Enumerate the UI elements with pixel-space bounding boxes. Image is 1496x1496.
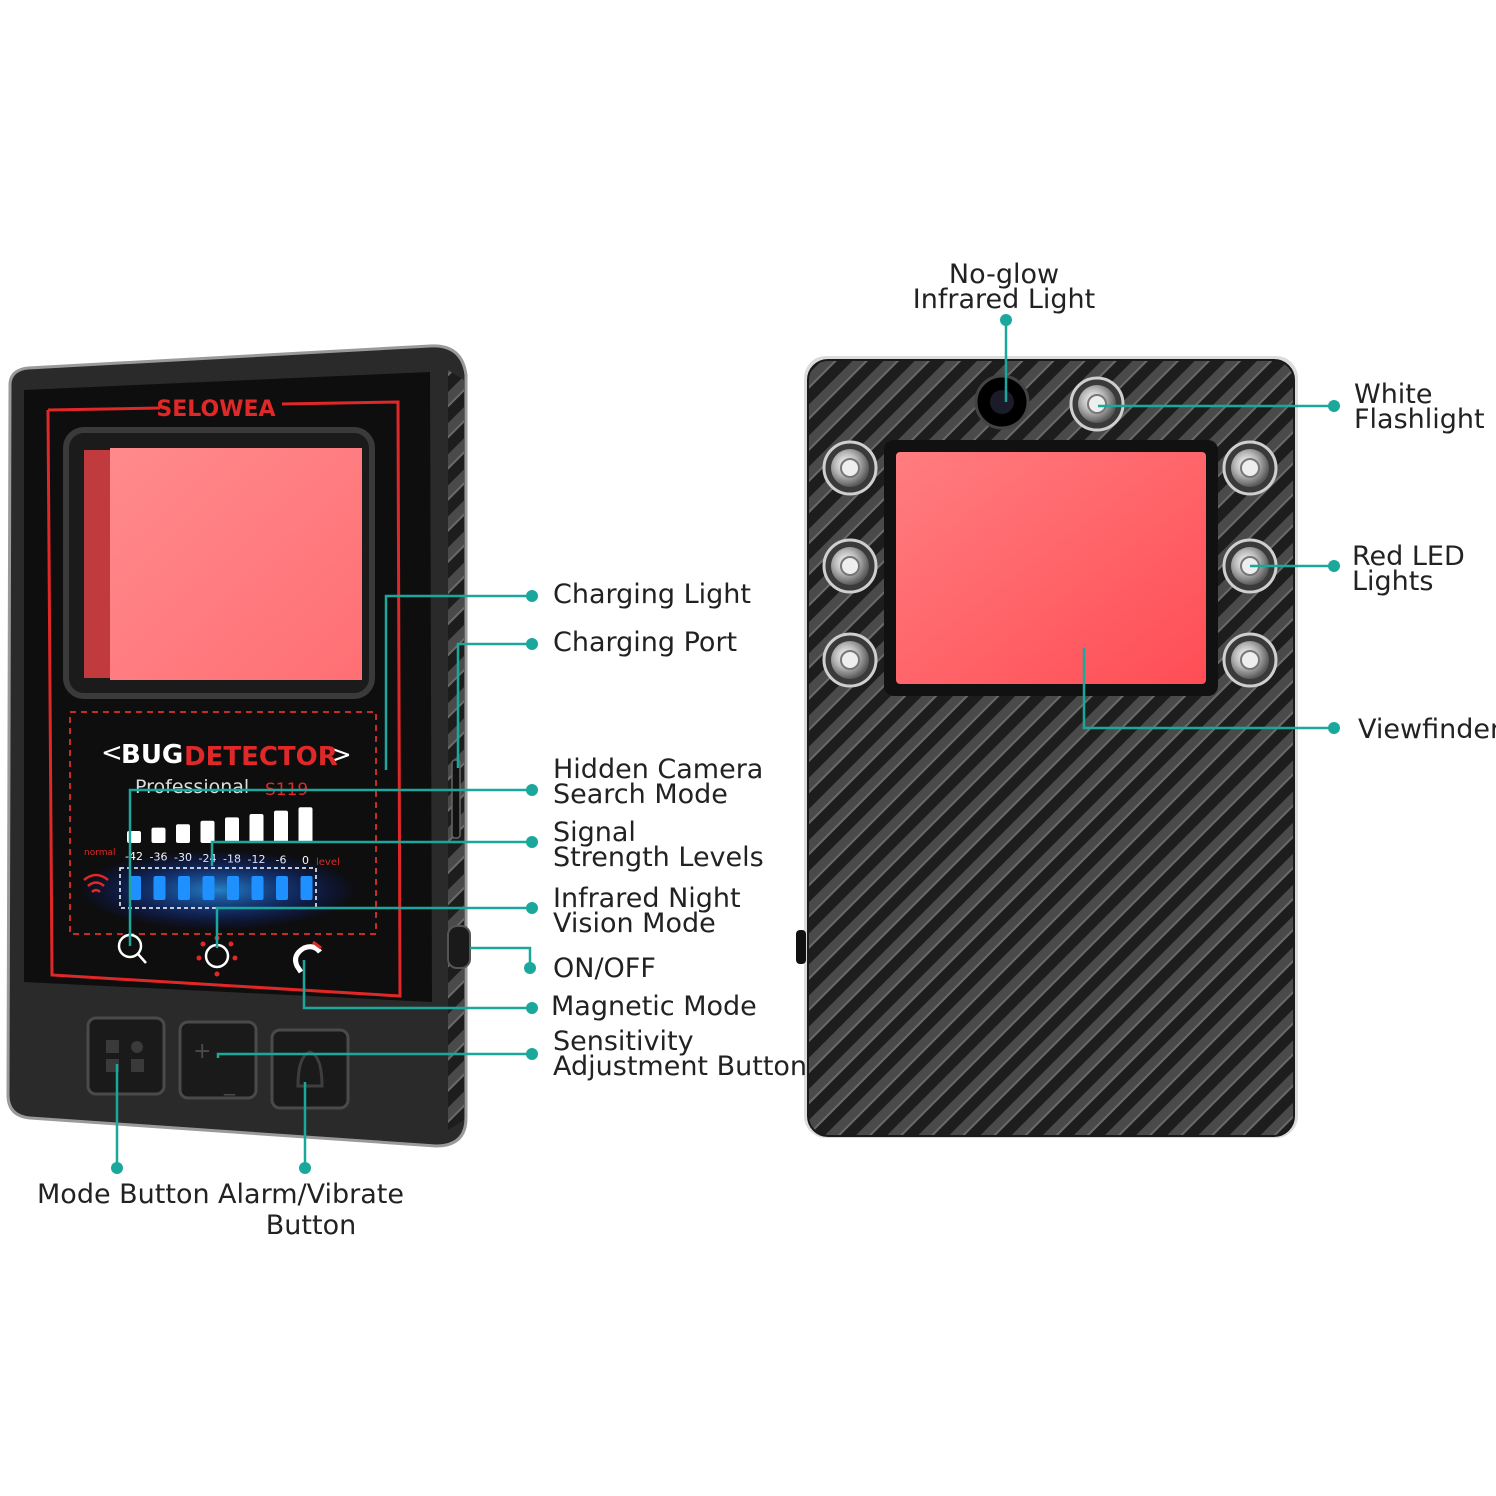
callout-charging-port [456,642,532,768]
ir-lens-center [990,390,1014,414]
back-leds [822,376,1278,688]
level-bar [151,827,166,843]
bug-title: BUG [121,740,183,770]
blue-led [276,876,288,900]
label-magnetic-mode: Magnetic Mode [551,991,757,1022]
subtitle-text: Professional [135,776,249,798]
front-device: SELOWEA < > BUG DETECTOR Professional S1… [6,344,471,1148]
mode-button[interactable] [86,1016,166,1096]
front-device-side [448,370,464,1130]
brand-name: SELOWEA [156,397,275,422]
sensitivity-adjustment-button[interactable] [178,1020,258,1100]
level-bar [298,807,313,843]
blue-led [251,876,264,900]
callout-charging-light [384,594,532,770]
scale-level-label: level [316,857,340,868]
label-viewfinder: Viewfinder [1358,714,1496,745]
front-viewfinder [110,448,362,680]
front-red-frame [46,400,402,998]
callout-magnetic [302,960,532,1010]
level-bar [249,814,264,843]
level-bar [274,810,288,843]
blue-led [153,876,166,900]
blue-led [178,876,190,900]
scale-normal-label: normal [84,848,116,858]
callout-signal-levels [210,840,532,866]
blue-led [129,876,141,900]
back-device [796,356,1298,1138]
label-charging-port: Charging Port [553,627,738,658]
white-flashlight-led [1069,376,1125,432]
callout-infrared-mode [215,906,532,948]
minus-icon: _ [223,1071,236,1096]
back-viewfinder [896,452,1206,684]
chevron-right-icon: > [330,740,352,770]
chevron-left-icon: < [101,738,123,768]
detector-title: DETECTOR [184,742,338,772]
bell-icon [296,1050,324,1088]
led-bar-frame [119,867,317,909]
red-led-light [822,538,878,594]
blue-led [300,876,313,900]
led-glow [78,850,358,930]
alarm-vibrate-button[interactable] [270,1028,350,1110]
back-side-button [796,930,806,964]
blue-led-bar [129,876,313,900]
callout-dots [111,314,1340,1174]
level-bar [200,820,215,843]
label-charging-light: Charging Light [553,579,751,610]
callout-lines [115,320,1334,1168]
signal-level-bars [127,807,313,843]
blue-led [202,876,215,900]
callout-sensitivity [216,1052,532,1058]
plus-icon: + [193,1039,211,1064]
red-led-light [1222,632,1278,688]
label-mode-button: Mode Button [37,1179,210,1210]
callout-on-off [470,946,532,968]
red-led-light [1222,440,1278,496]
red-led-light [822,440,878,496]
callout-viewfinder [1082,648,1334,730]
mode-grid-icon [106,1040,144,1072]
wifi-signal-icon [83,873,109,893]
charging-port [451,759,461,839]
on-off-switch[interactable] [447,925,471,969]
label-on-off: ON/OFF [553,953,656,984]
level-bar [225,817,239,843]
callout-hidden-camera [128,788,532,946]
level-bar [176,824,190,843]
red-led-light [822,632,878,688]
blue-led [227,876,239,900]
magnet-icon [293,940,322,974]
